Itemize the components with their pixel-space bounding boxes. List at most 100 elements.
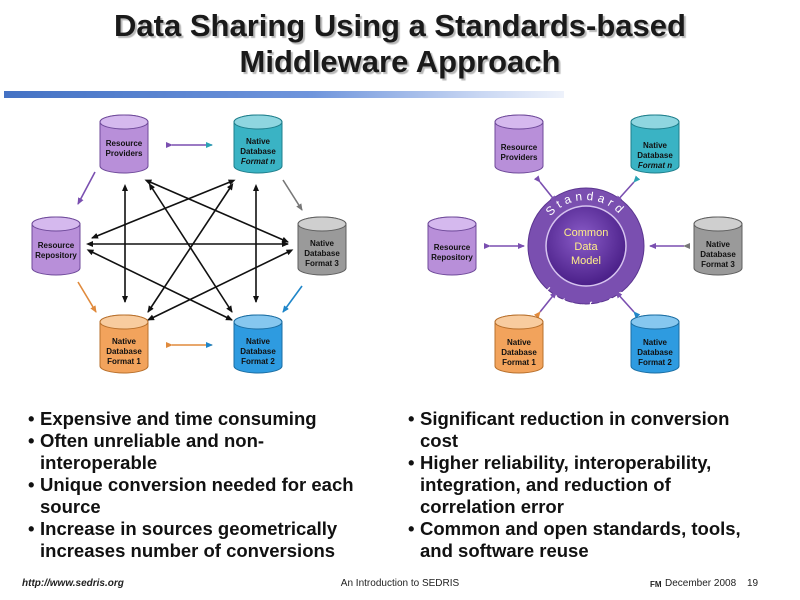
comparison-diagram: Resource Providers Native Database Forma…: [31, 114, 743, 374]
bullet-text-line: integration, and reduction of: [420, 474, 671, 495]
bullet-item: •Common and open standards, tools,and so…: [408, 518, 741, 561]
right-cylinder-native-format-1: Native Database Format 1: [494, 314, 544, 374]
label-line-1: Resource: [38, 241, 75, 250]
left-bullet-list: •Expensive and time consuming •Often unr…: [28, 408, 413, 562]
link-formatn-repository: [91, 179, 236, 239]
common-data-model-core: [545, 205, 627, 287]
link-providers-format3: [144, 179, 289, 243]
label-line-3: Format 2: [638, 358, 672, 367]
label-line-1: Native: [507, 338, 532, 347]
label-line-2: Providers: [501, 153, 538, 162]
arrow-hub-format1: [533, 291, 557, 319]
bullet-text-line: correlation error: [420, 496, 564, 517]
label-line-1: Resource: [106, 139, 143, 148]
label-line-3: Format 3: [701, 260, 735, 269]
title-line-2: Middleware Approach: [239, 44, 561, 79]
footer-date: December 2008: [665, 578, 737, 589]
arrow-format3-format2: [282, 285, 303, 313]
hub-label-line-1: Common: [564, 227, 609, 239]
label-line-1: Native: [112, 337, 137, 346]
bullet-text-line: increases number of conversions: [40, 540, 336, 561]
label-line-3: Format n: [638, 161, 672, 170]
arrow-repository-format1: [77, 281, 97, 313]
bullet-item: •Higher reliability, interoperability,in…: [408, 452, 712, 517]
bullet-text-line: and software reuse: [420, 540, 589, 561]
title-line-1: Data Sharing Using a Standards-based: [114, 8, 686, 43]
bullet-text-line: Higher reliability, interoperability,: [420, 452, 712, 473]
hub-label-line-2: Data: [574, 241, 598, 253]
left-cylinder-native-format-n: Native Database Format n: [233, 114, 283, 174]
label-line-3: Format 1: [107, 357, 141, 366]
left-cylinder-native-format-2: Native Database Format 2: [233, 314, 283, 374]
bullet-text-line: Common and open standards, tools,: [420, 518, 741, 539]
label-line-2: Providers: [106, 149, 143, 158]
bullet-text-line: interoperable: [40, 452, 158, 473]
right-spoke-arrows: [484, 175, 690, 319]
link-repository-format2: [86, 249, 233, 321]
link-formatn-format1: [147, 182, 234, 313]
bullet-text-line: Significant reduction in conversion: [420, 408, 730, 429]
label-line-2: Database: [637, 151, 673, 160]
footer-page-number: 19: [747, 578, 759, 589]
left-cylinder-resource-providers: Resource Providers: [99, 114, 149, 174]
right-cylinder-native-format-2: Native Database Format 2: [630, 314, 680, 374]
left-adjacent-arrows: [77, 142, 303, 348]
arrow-hub-format2: [615, 291, 641, 319]
arrow-providers-repository: [77, 171, 96, 205]
arrow-hub-formatn: [615, 175, 641, 203]
bullet-item: •Expensive and time consuming: [28, 408, 317, 429]
right-cylinder-native-format-3: Native Database Format 3: [693, 216, 743, 276]
left-mesh-connections: [86, 179, 294, 321]
label-line-2: Database: [700, 250, 736, 259]
arrow-formatn-format3: [282, 179, 303, 211]
bullet-text-line: cost: [420, 430, 459, 451]
bullet-text-line: source: [40, 496, 101, 517]
label-line-1: Native: [643, 141, 668, 150]
label-line-1: Native: [706, 240, 731, 249]
label-line-3: Format 2: [241, 357, 275, 366]
title-underline-bar: [4, 91, 564, 98]
label-line-2: Database: [304, 249, 340, 258]
footer-author-mark: FM: [650, 580, 662, 589]
bullet-text-line: Unique conversion needed for each: [40, 474, 354, 495]
left-cylinder-native-format-1: Native Database Format 1: [99, 314, 149, 374]
bullet-text-line: Increase in sources geometrically: [40, 518, 338, 539]
right-cylinder-resource-providers: Resource Providers: [494, 114, 544, 174]
right-cylinder-resource-repository: Resource Repository: [427, 216, 477, 276]
hub-label-line-3: Model: [571, 255, 601, 267]
label-line-3: Format 3: [305, 259, 339, 268]
label-line-1: Resource: [501, 143, 538, 152]
label-line-2: Database: [637, 348, 673, 357]
label-line-1: Native: [310, 239, 335, 248]
label-line-1: Resource: [434, 243, 471, 252]
right-hub: Standard Interface Common Data Model: [527, 187, 645, 314]
label-line-1: Native: [246, 337, 271, 346]
arrow-hub-providers: [533, 175, 557, 203]
label-line-2: Database: [501, 348, 537, 357]
label-line-2: Database: [106, 347, 142, 356]
link-providers-format2: [148, 182, 233, 313]
footer-presentation-title: An Introduction to SEDRIS: [340, 578, 460, 589]
label-line-2: Database: [240, 147, 276, 156]
slide-title: Data Sharing Using a Standards-based Mid…: [0, 8, 800, 80]
bullet-item: •Often unreliable and non-interoperable: [28, 430, 265, 473]
bullet-text-line: Expensive and time consuming: [40, 408, 317, 429]
left-cylinder-native-format-3: Native Database Format 3: [297, 216, 347, 276]
label-line-2: Repository: [431, 253, 473, 262]
bullet-text-line: Often unreliable and non-: [40, 430, 265, 451]
label-line-1: Native: [643, 338, 668, 347]
footer-url[interactable]: http://www.sedris.org: [22, 578, 124, 589]
left-cylinder-resource-repository: Resource Repository: [31, 216, 81, 276]
label-line-2: Database: [240, 347, 276, 356]
right-cylinder-native-format-n: Native Database Format n: [630, 114, 680, 174]
label-line-1: Native: [246, 137, 271, 146]
label-line-3: Format 1: [502, 358, 536, 367]
link-format3-format1: [147, 249, 294, 321]
label-line-3: Format n: [241, 157, 275, 166]
label-line-2: Repository: [35, 251, 77, 260]
